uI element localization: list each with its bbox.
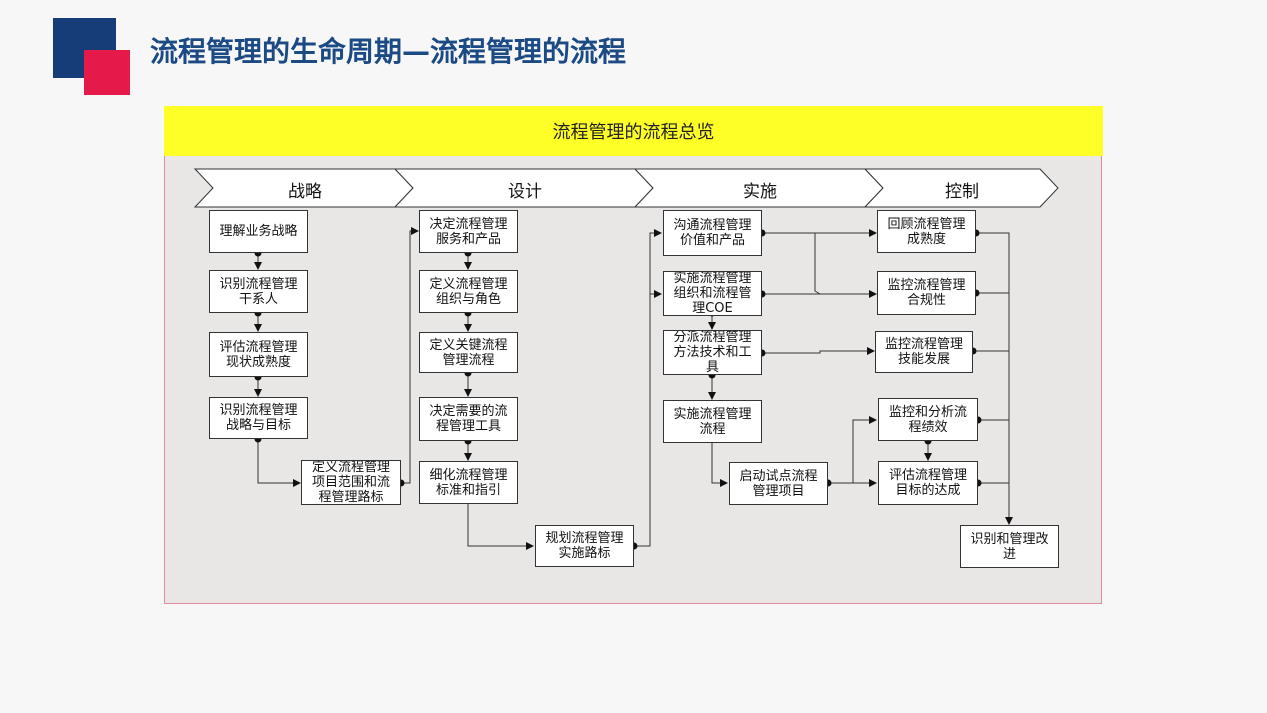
step-implement-organization-coe: 实施流程管理组织和流程管理COE bbox=[663, 271, 762, 316]
step-launch-pilot: 启动试点流程管理项目 bbox=[729, 462, 828, 505]
phase-chevron-control bbox=[863, 168, 1059, 208]
step-evaluate-goals: 评估流程管理目标的达成 bbox=[878, 461, 978, 505]
logo-red-square bbox=[84, 50, 130, 95]
step-refine-standards: 细化流程管理标准和指引 bbox=[419, 461, 518, 504]
step-define-key-processes: 定义关键流程管理流程 bbox=[419, 332, 518, 373]
step-understand-business-strategy: 理解业务战略 bbox=[209, 210, 308, 253]
step-identify-improvements: 识别和管理改进 bbox=[960, 525, 1059, 568]
step-plan-roadmap: 规划流程管理实施路标 bbox=[535, 525, 634, 567]
step-define-organization-roles: 定义流程管理组织与角色 bbox=[419, 270, 518, 313]
step-identify-stakeholders: 识别流程管理干系人 bbox=[209, 270, 308, 313]
phase-label-control: 控制 bbox=[945, 182, 979, 202]
step-deploy-methods-tools: 分派流程管理方法技术和工具 bbox=[663, 330, 762, 375]
overview-banner: 流程管理的流程总览 bbox=[164, 106, 1103, 156]
step-monitor-skills: 监控流程管理技能发展 bbox=[875, 331, 973, 373]
step-decide-services-products: 决定流程管理服务和产品 bbox=[419, 210, 518, 253]
step-review-maturity: 回顾流程管理成熟度 bbox=[877, 210, 976, 253]
step-communicate-value: 沟通流程管理价值和产品 bbox=[663, 210, 762, 256]
page-title: 流程管理的生命周期—流程管理的流程 bbox=[150, 35, 627, 68]
phase-label-strategy: 战略 bbox=[288, 182, 322, 202]
step-assess-maturity: 评估流程管理现状成熟度 bbox=[209, 332, 308, 377]
phase-label-implement: 实施 bbox=[743, 182, 777, 202]
phase-label-design: 设计 bbox=[508, 182, 542, 202]
step-define-project-scope: 定义流程管理项目范围和流程管理路标 bbox=[301, 460, 401, 505]
step-decide-tools: 决定需要的流程管理工具 bbox=[419, 397, 518, 441]
step-monitor-compliance: 监控流程管理合规性 bbox=[877, 271, 976, 315]
step-identify-strategy-goals: 识别流程管理战略与目标 bbox=[209, 397, 308, 439]
overview-title: 流程管理的流程总览 bbox=[552, 122, 715, 143]
step-monitor-performance: 监控和分析流程绩效 bbox=[878, 398, 978, 441]
step-implement-processes: 实施流程管理流程 bbox=[663, 400, 762, 443]
